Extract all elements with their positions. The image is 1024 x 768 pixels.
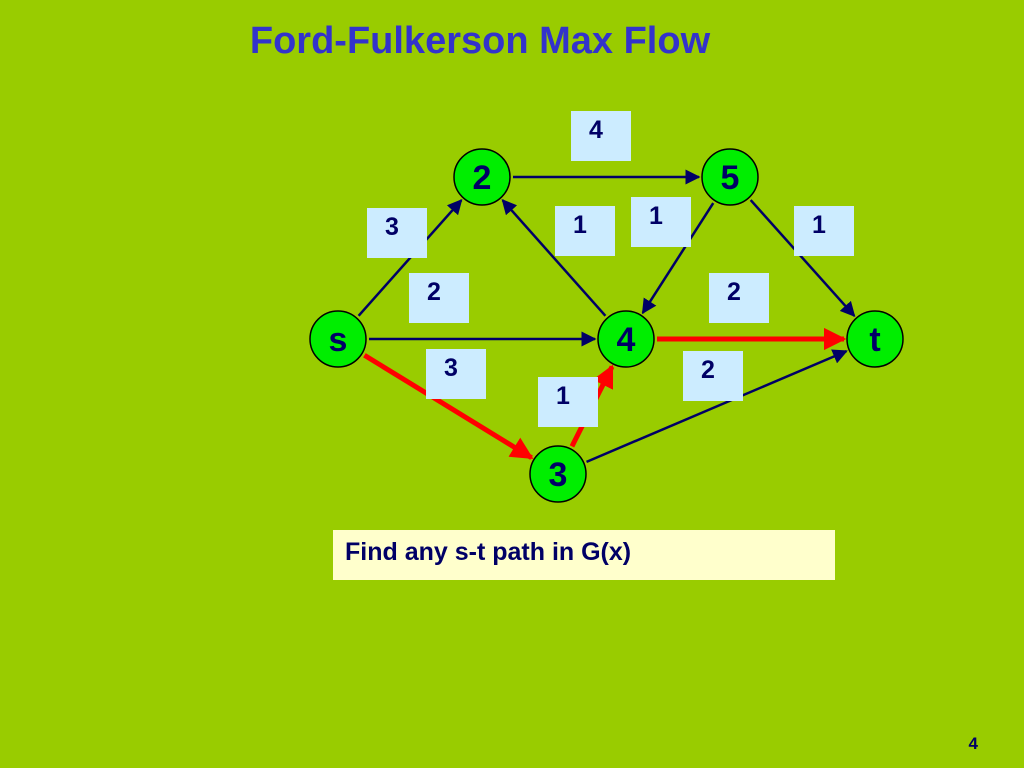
node-circle	[453, 148, 511, 206]
node-circle	[701, 148, 759, 206]
capacity-label-5-4: 1	[631, 197, 691, 247]
capacity-value: 3	[444, 354, 458, 382]
node-label: 3	[549, 456, 568, 494]
page-number: 4	[968, 734, 978, 753]
capacity-label-4-2: 1	[555, 206, 615, 256]
edge-s-3	[363, 353, 534, 460]
capacity-value: 1	[573, 211, 587, 239]
capacity-value: 2	[727, 278, 741, 306]
node-s: s	[309, 310, 367, 368]
capacity-label-box	[571, 111, 631, 161]
node-circle	[597, 310, 655, 368]
capacity-label-4-t: 2	[709, 273, 769, 323]
slide-title: Ford-Fulkerson Max Flow	[249, 20, 711, 62]
edge-3-t	[586, 349, 848, 464]
capacity-label-3-4: 1	[538, 377, 598, 427]
node-circle	[846, 310, 904, 368]
instruction-box: Find any s-t path in G(x)	[333, 530, 835, 580]
node-label: 4	[617, 321, 636, 359]
capacity-label-box	[409, 273, 469, 323]
capacity-value: 2	[427, 278, 441, 306]
capacity-label-box	[631, 197, 691, 247]
node-5: 5	[701, 148, 759, 206]
capacity-label-3-t: 2	[683, 351, 743, 401]
capacity-label-box	[555, 206, 615, 256]
node-t: t	[846, 310, 904, 368]
capacity-label-box	[709, 273, 769, 323]
capacity-label-s-3: 3	[426, 349, 486, 399]
capacity-value: 4	[589, 116, 603, 144]
node-circle	[309, 310, 367, 368]
edge-4-2	[501, 199, 607, 317]
capacity-label-box	[367, 208, 427, 258]
capacity-value: 3	[385, 213, 399, 241]
node-2: 2	[453, 148, 511, 206]
node-label: 5	[721, 159, 740, 197]
capacity-label-2-5: 4	[571, 111, 631, 161]
capacity-label-s-2: 3	[367, 208, 427, 258]
capacity-label-5-t: 1	[794, 206, 854, 256]
capacity-label-box	[538, 377, 598, 427]
capacity-label-s-4: 2	[409, 273, 469, 323]
capacity-label-box	[794, 206, 854, 256]
node-3: 3	[529, 445, 587, 503]
capacity-value: 1	[556, 382, 570, 410]
node-label: s	[329, 321, 348, 359]
node-circle	[529, 445, 587, 503]
capacity-value: 1	[812, 211, 826, 239]
node-label: t	[869, 321, 880, 359]
edge-5-t	[749, 199, 856, 318]
node-4: 4	[597, 310, 655, 368]
capacity-value: 2	[701, 356, 715, 384]
capacity-label-box	[683, 351, 743, 401]
node-label: 2	[473, 159, 492, 197]
edge-5-4	[641, 202, 715, 315]
capacity-value: 1	[649, 202, 663, 230]
capacity-label-box	[426, 349, 486, 399]
